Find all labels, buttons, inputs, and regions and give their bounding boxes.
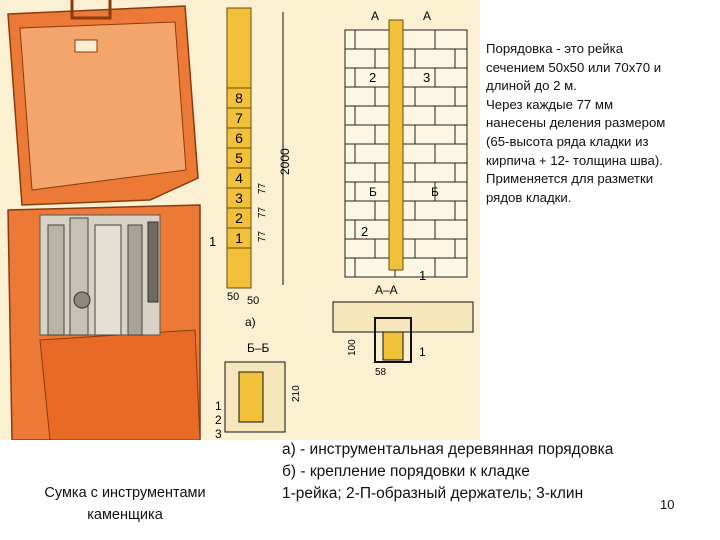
page-number: 10 — [660, 497, 675, 512]
bag-front-pocket — [39, 329, 201, 441]
porydovka-svg: 8 7 6 5 4 3 2 1 2000 77 77 77 1 50 50 а)… — [205, 0, 480, 441]
bb-callout-1: 1 — [215, 399, 222, 413]
section-a-mark-right: А — [423, 9, 431, 23]
section-bb-rod — [238, 371, 264, 423]
wall-callout-1: 1 — [419, 268, 426, 283]
wall-outline — [344, 29, 468, 278]
row-number-1: 1 — [235, 230, 243, 246]
wall-callout-2b: 2 — [361, 224, 368, 239]
wall-callout-2: 2 — [369, 70, 376, 85]
row-number-2: 2 — [235, 210, 243, 226]
tool-handle — [147, 221, 159, 303]
part-a-label: а) — [245, 315, 256, 329]
section-aa-holder — [374, 317, 412, 363]
tool-level — [94, 224, 122, 336]
brick-wall — [344, 29, 468, 278]
caption-line-b: б) - крепление порядовки к кладке — [282, 463, 530, 480]
lid-panel — [19, 21, 187, 191]
attached-rod — [388, 19, 404, 271]
dim-77-c: 77 — [257, 230, 268, 242]
tool-bag-caption: Сумка с инструментами каменщика — [44, 485, 206, 523]
row-number-6: 6 — [235, 130, 243, 146]
row-number-4: 4 — [235, 170, 243, 186]
section-b-mark-left: Б — [369, 185, 377, 199]
aa-callout-1: 1 — [419, 345, 426, 359]
wall-callout-3: 3 — [423, 70, 430, 85]
bb-callout-3: 3 — [215, 427, 222, 440]
section-aa-rod — [382, 331, 404, 361]
row-numbers: 8 7 6 5 4 3 2 1 — [235, 90, 243, 246]
description-text: Порядовка - это рейка сечением 50х50 или… — [486, 41, 666, 205]
dim-100: 100 — [347, 339, 358, 356]
section-aa-label: А–А — [375, 283, 398, 297]
dim-77-b: 77 — [257, 206, 268, 218]
tool-plumb — [73, 291, 91, 309]
dim-58: 58 — [375, 367, 387, 378]
lock-tag — [74, 39, 98, 53]
tool-chisel — [47, 224, 65, 336]
row-number-8: 8 — [235, 90, 243, 106]
dim-50-a: 50 — [227, 291, 239, 303]
dim-210: 210 — [291, 385, 302, 402]
tool-hammer — [127, 224, 143, 336]
tool-trowel — [69, 217, 89, 336]
section-b-mark-right: Б — [431, 185, 439, 199]
section-a-mark-left: А — [371, 9, 379, 23]
caption-line-parts: 1-рейка; 2-П-образный держатель; 3-клин — [282, 485, 584, 502]
row-number-7: 7 — [235, 110, 243, 126]
row-number-5: 5 — [235, 150, 243, 166]
dim-77-a: 77 — [257, 182, 268, 194]
rod-divisions — [227, 107, 251, 249]
rod-callout-1: 1 — [209, 234, 216, 249]
caption-line-a: а) - инструментальная деревянная порядов… — [282, 441, 614, 458]
dim-50-b: 50 — [247, 295, 259, 307]
dim-2000: 2000 — [278, 148, 292, 175]
tool-bag-drawing — [0, 0, 210, 441]
bag-strap — [70, 0, 112, 20]
porydovka-drawing: 8 7 6 5 4 3 2 1 2000 77 77 77 1 50 50 а)… — [205, 0, 480, 441]
bb-callout-2: 2 — [215, 413, 222, 427]
rod-top — [226, 7, 252, 89]
section-bb-label: Б–Б — [247, 341, 270, 355]
row-number-3: 3 — [235, 190, 243, 206]
tool-bag-illustration — [0, 0, 210, 441]
